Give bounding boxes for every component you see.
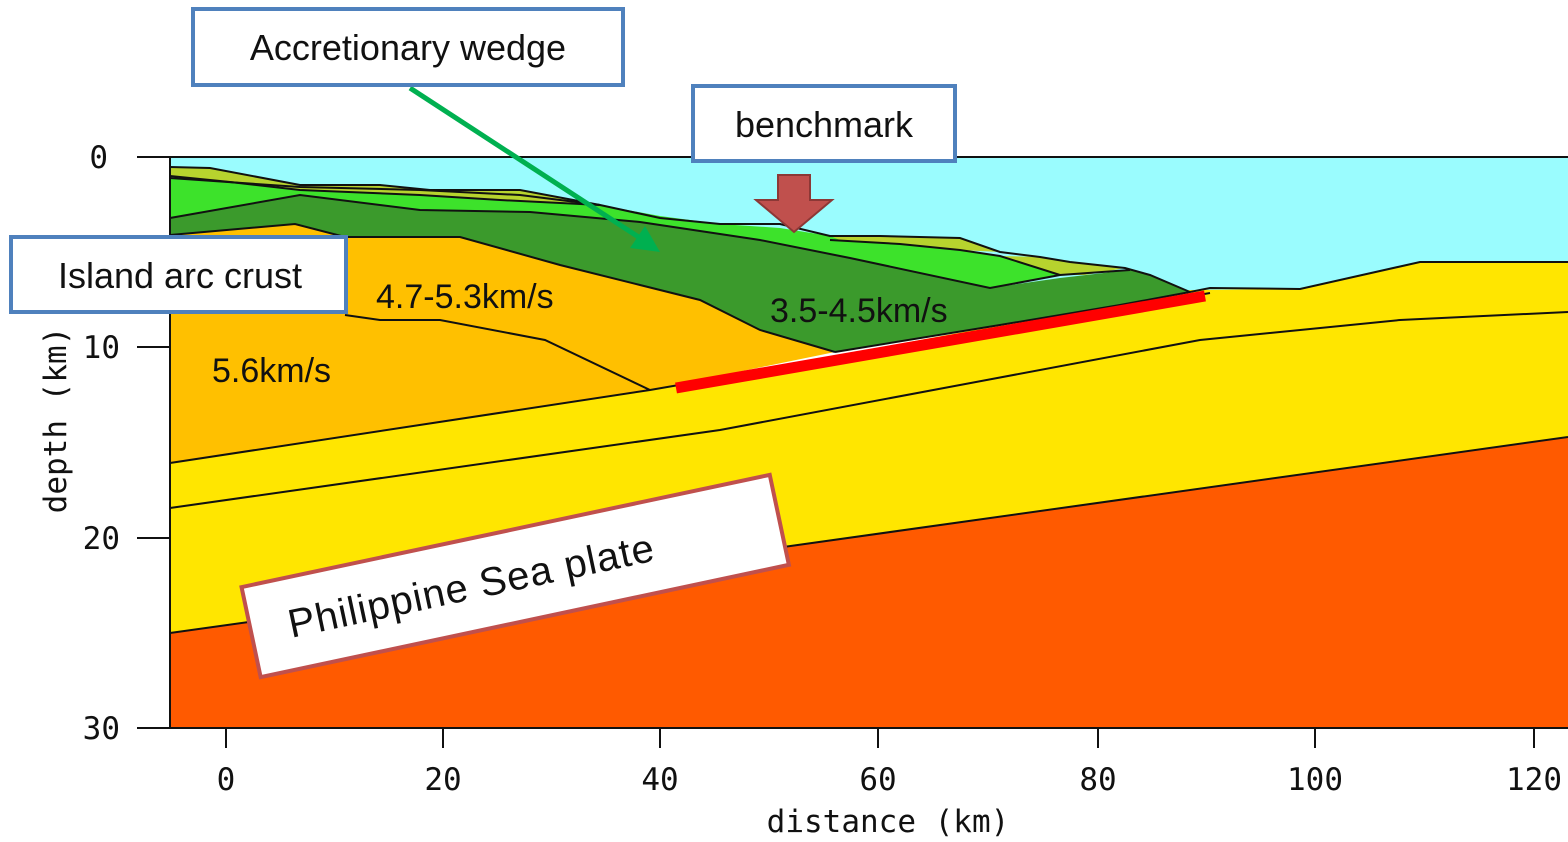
accretionary-wedge-dark-layer — [170, 195, 1190, 352]
x-tick-label: 60 — [859, 762, 896, 798]
island-arc-crust-label: Island arc crust — [58, 255, 302, 296]
y-tick-label: 10 — [83, 330, 120, 366]
accretionary-wedge-label: Accretionary wedge — [250, 27, 566, 68]
velocity-label: 4.7-5.3km/s — [376, 278, 554, 316]
layer-boundaries — [169, 166, 1568, 634]
x-tick-label: 120 — [1506, 762, 1562, 798]
x-tick-label: 80 — [1079, 762, 1116, 798]
mantle-layer — [170, 437, 1568, 728]
sediment-layer — [1000, 256, 1125, 275]
x-tick-label: 40 — [641, 762, 678, 798]
accretionary-wedge-light-layer — [170, 178, 1060, 288]
benchmark-arrow-icon — [753, 174, 835, 234]
x-axis-ticks — [225, 728, 1535, 748]
benchmark-callout — [691, 84, 957, 163]
x-tick-label: 0 — [217, 762, 236, 798]
accretionary-wedge-arrow — [408, 85, 660, 252]
island-arc-crust-callout — [9, 235, 348, 314]
x-axis-title: distance (km) — [767, 804, 1010, 840]
x-tick-label: 100 — [1287, 762, 1343, 798]
accretionary-wedge-callout — [191, 7, 625, 87]
x-tick-label: 20 — [424, 762, 461, 798]
y-axis-title: depth (km) — [38, 327, 74, 514]
y-tick-label: 20 — [83, 521, 120, 557]
velocity-label: 5.6km/s — [212, 352, 331, 390]
sediment-layer — [830, 236, 1000, 252]
y-tick-label: 0 — [89, 140, 108, 176]
velocity-label: 3.5-4.5km/s — [770, 292, 948, 330]
fault-line — [675, 290, 1206, 394]
y-axis-ticks — [137, 156, 170, 729]
y-tick-label: 30 — [83, 711, 120, 747]
benchmark-label: benchmark — [735, 104, 914, 145]
